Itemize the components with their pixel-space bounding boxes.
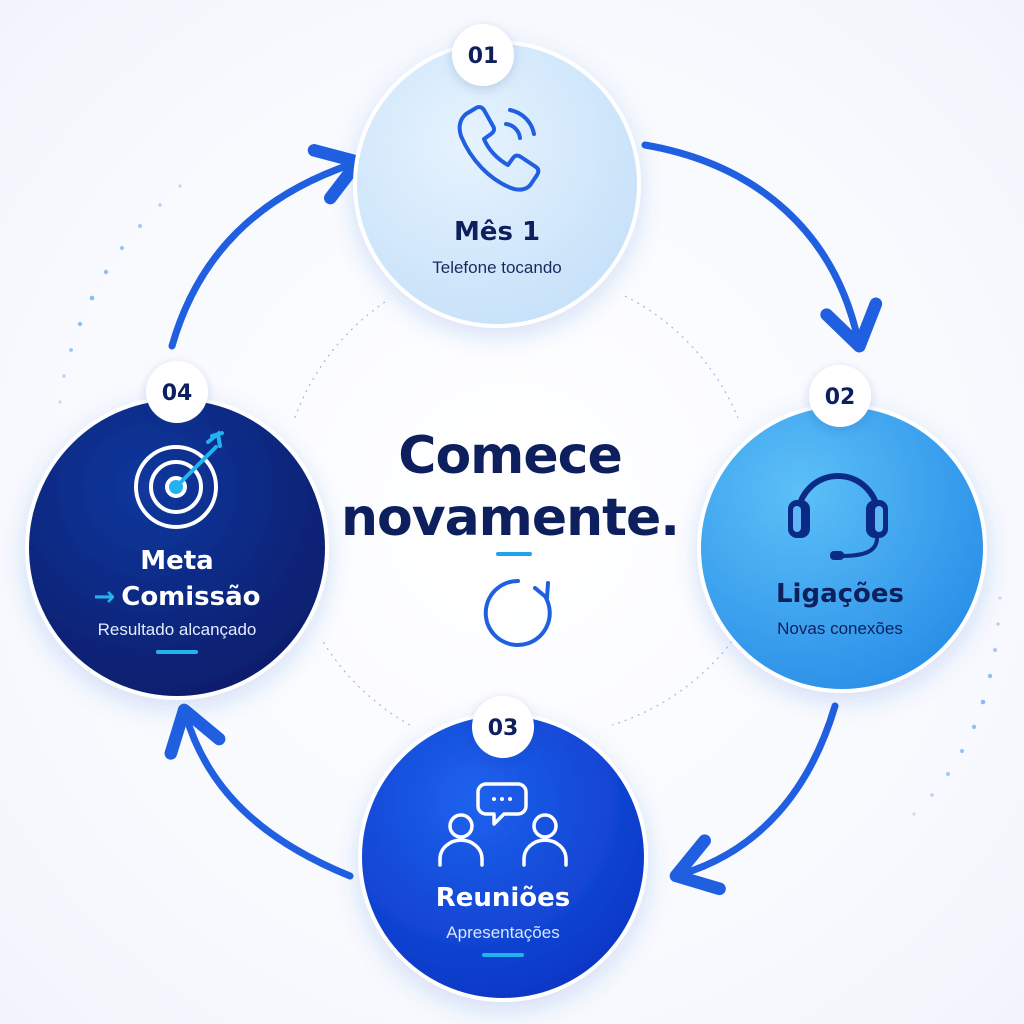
stage-2-subtitle: Novas conexões bbox=[777, 619, 903, 638]
center-title-line-2: novamente. bbox=[340, 488, 680, 548]
stage-4-number: 04 bbox=[162, 381, 193, 406]
arrow-right-icon: → bbox=[93, 582, 116, 612]
stage-1-title: Mês 1 bbox=[453, 217, 541, 247]
arrow-2-to-3 bbox=[669, 702, 839, 896]
stage-2-circle[interactable] bbox=[697, 403, 987, 693]
stage-3-badge: 03 bbox=[472, 696, 534, 758]
stage-2-badge: 02 bbox=[809, 365, 871, 427]
stage-1-number: 01 bbox=[468, 44, 499, 69]
outer-dot-trail-right bbox=[912, 596, 1002, 816]
stage-1-subtitle: Telefone tocando bbox=[432, 258, 562, 277]
stage-4-accent-line bbox=[156, 650, 198, 654]
stage-3-number: 03 bbox=[488, 716, 519, 741]
arrow-1-to-2 bbox=[641, 141, 883, 353]
arrow-4-to-1 bbox=[168, 144, 365, 350]
center-title-line-1: Comece bbox=[398, 426, 622, 486]
meeting-chat-icon bbox=[438, 782, 568, 867]
headset-icon bbox=[788, 473, 888, 560]
refresh-icon bbox=[483, 578, 552, 647]
center-title: Comece novamente. bbox=[330, 425, 690, 549]
stage-4-title-line-2: →Comissão bbox=[77, 582, 277, 612]
stage-2-number: 02 bbox=[825, 385, 856, 410]
cycle-arrows bbox=[164, 141, 883, 896]
stage-2-title: Ligações bbox=[775, 579, 905, 609]
inner-dotted-ring bbox=[293, 295, 741, 726]
arrow-3-to-4 bbox=[164, 703, 354, 880]
stage-1-badge: 01 bbox=[452, 24, 514, 86]
stage-4-title-comissao: Comissão bbox=[121, 582, 261, 612]
stage-3-title: Reuniões bbox=[435, 883, 571, 913]
target-arrow-icon bbox=[134, 430, 224, 529]
center-accent-line bbox=[496, 552, 532, 556]
stage-3-accent-line bbox=[482, 953, 524, 957]
stage-4-title-line-1: Meta bbox=[140, 546, 214, 576]
outer-dot-trail-left bbox=[58, 184, 182, 404]
stage-4-subtitle: Resultado alcançado bbox=[97, 620, 257, 639]
phone-ringing-icon bbox=[457, 104, 541, 192]
stage-4-badge: 04 bbox=[146, 361, 208, 423]
stage-3-subtitle: Apresentações bbox=[446, 923, 560, 942]
stage-1-circle[interactable] bbox=[353, 40, 641, 328]
